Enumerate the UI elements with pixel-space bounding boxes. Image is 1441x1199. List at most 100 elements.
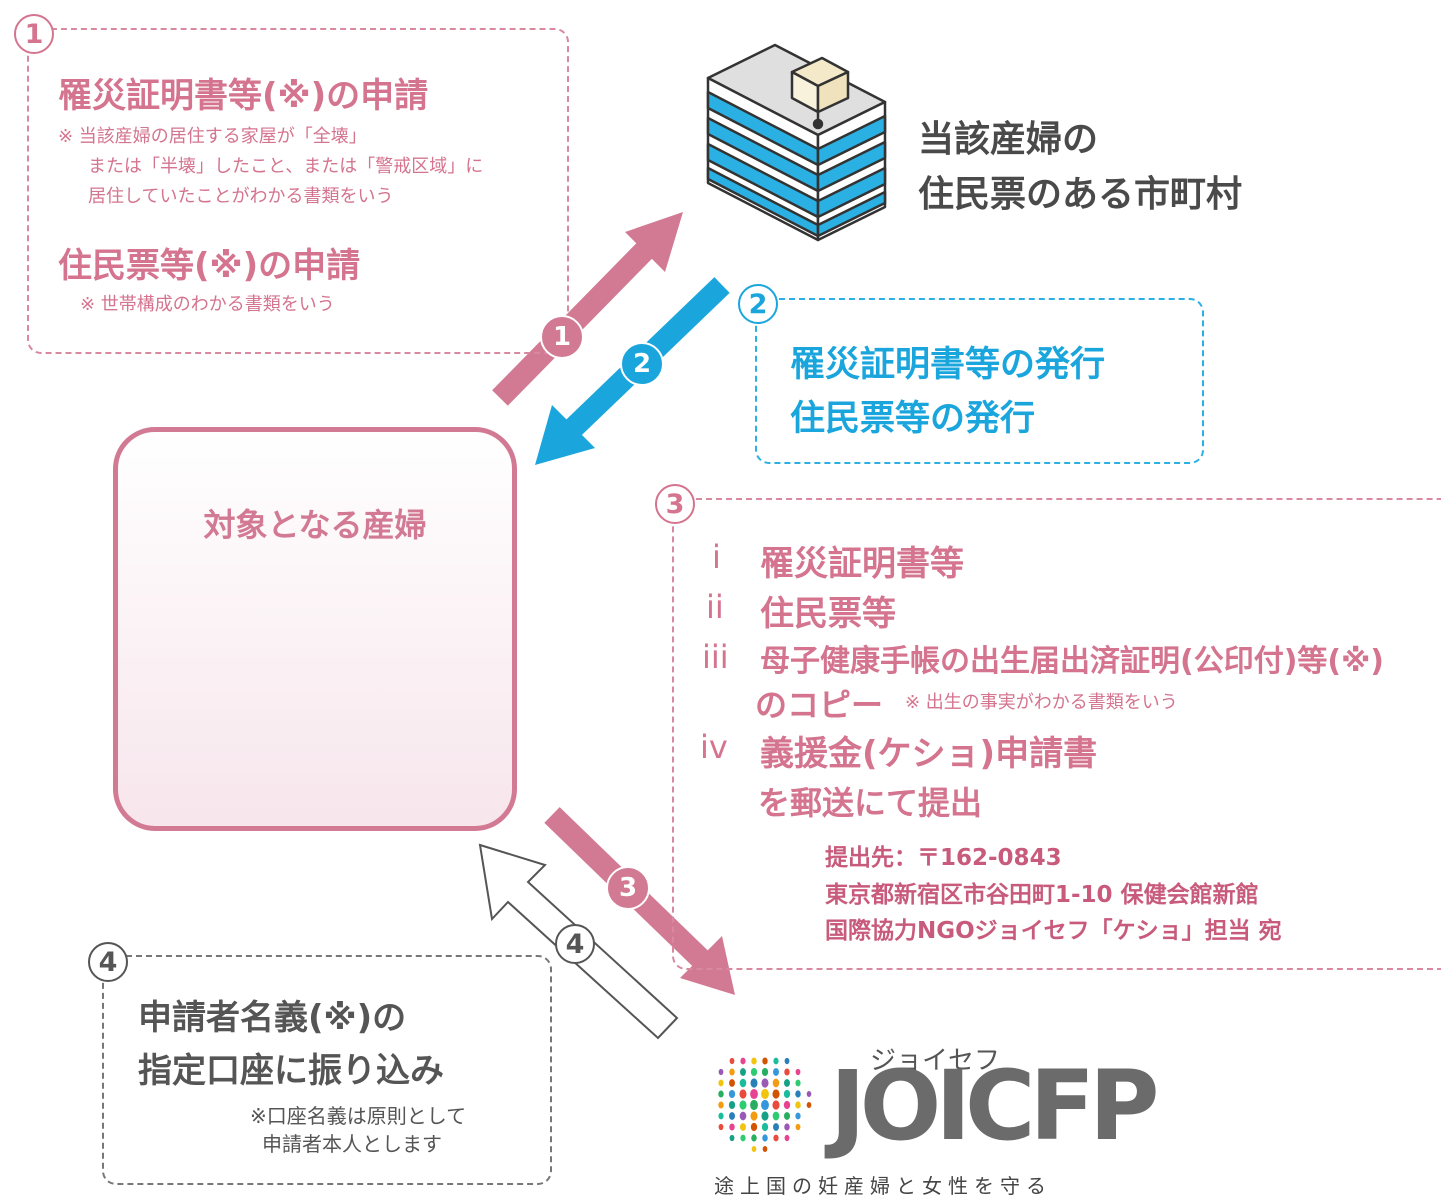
joicfp-globe-icon bbox=[718, 1057, 812, 1153]
globe-dot bbox=[783, 1089, 791, 1099]
step3-item4-text: 義援金(ケショ)申請書 bbox=[760, 734, 1098, 774]
globe-dot bbox=[795, 1112, 801, 1120]
step1-badge: 1 bbox=[14, 14, 54, 54]
globe-dot bbox=[772, 1100, 780, 1110]
arrow2-label: 2 bbox=[620, 342, 664, 386]
arrow1-label: 1 bbox=[540, 315, 584, 359]
step3-item2-text: 住民票等 bbox=[760, 594, 896, 634]
joicfp-logo-text: JOICFP bbox=[830, 1050, 1159, 1162]
globe-dot bbox=[761, 1111, 769, 1121]
globe-dot bbox=[729, 1134, 735, 1142]
globe-dot bbox=[761, 1122, 769, 1132]
step3-box bbox=[672, 498, 1441, 970]
step1-note-b: または「半壊」したこと、または「警戒区域」に bbox=[88, 156, 484, 177]
step2-badge: 2 bbox=[738, 284, 778, 324]
globe-dot bbox=[718, 1079, 724, 1087]
step3-copy-text: のコピー bbox=[755, 686, 884, 724]
globe-dot bbox=[718, 1101, 724, 1109]
globe-dot bbox=[739, 1100, 747, 1110]
globe-dot bbox=[718, 1123, 724, 1131]
globe-dot bbox=[751, 1145, 757, 1153]
globe-dot bbox=[795, 1079, 801, 1087]
municipality-line1: 当該産婦の bbox=[918, 119, 1099, 160]
step4-line2: 指定口座に振り込み bbox=[138, 1051, 444, 1091]
step3-item1-num: i bbox=[712, 538, 721, 576]
globe-dot bbox=[729, 1068, 735, 1076]
globe-dot bbox=[740, 1068, 746, 1076]
step2-line2: 住民票等の発行 bbox=[790, 399, 1036, 439]
globe-dot bbox=[751, 1134, 757, 1142]
joicfp-tagline: 途上国の妊産婦と女性を守る bbox=[714, 1174, 1052, 1198]
globe-dot bbox=[773, 1057, 779, 1065]
step1-note-a: ※ 当該産婦の居住する家屋が「全壊」 bbox=[58, 126, 367, 147]
globe-dot bbox=[739, 1089, 747, 1099]
step2-line1: 罹災証明書等の発行 bbox=[790, 345, 1106, 385]
globe-dot bbox=[784, 1068, 790, 1076]
globe-dot bbox=[750, 1088, 758, 1100]
globe-dot bbox=[761, 1067, 769, 1077]
step4-box bbox=[102, 955, 552, 1185]
step1-note-2: ※ 世帯構成のわかる書類をいう bbox=[80, 294, 335, 315]
globe-dot bbox=[729, 1079, 735, 1087]
step4-note1: ※口座名義は原則として bbox=[250, 1104, 467, 1128]
globe-dot bbox=[739, 1078, 747, 1088]
step3-copy-note: ※ 出生の事実がわかる書類をいう bbox=[905, 692, 1178, 713]
step2-box bbox=[755, 298, 1204, 464]
globe-dot bbox=[773, 1068, 779, 1076]
globe-dot bbox=[762, 1057, 768, 1065]
globe-dot bbox=[729, 1112, 735, 1120]
globe-dot bbox=[740, 1123, 746, 1131]
globe-dot bbox=[784, 1134, 790, 1142]
step4-line1: 申請者名義(※)の bbox=[138, 998, 407, 1038]
step4-badge: 4 bbox=[88, 942, 128, 982]
globe-dot bbox=[729, 1057, 735, 1065]
step3-item2-num: ii bbox=[706, 588, 724, 626]
globe-dot bbox=[783, 1112, 791, 1120]
globe-dot bbox=[783, 1100, 791, 1110]
globe-dot bbox=[750, 1067, 758, 1077]
joicfp-katakana: ジョイセフ bbox=[870, 1046, 1001, 1076]
globe-dot bbox=[784, 1123, 790, 1131]
globe-dot bbox=[784, 1057, 790, 1065]
arrow3-label: 3 bbox=[606, 866, 650, 910]
globe-dot bbox=[728, 1089, 736, 1099]
step3-address-2: 東京都新宿区市谷田町1-10 保健会館新館 bbox=[825, 882, 1259, 908]
step4-note2: 申請者本人とします bbox=[262, 1132, 442, 1156]
municipality-line2: 住民票のある市町村 bbox=[918, 174, 1243, 215]
globe-dot bbox=[739, 1111, 747, 1121]
globe-dot bbox=[728, 1100, 736, 1110]
step1-box bbox=[27, 28, 569, 354]
globe-dot bbox=[750, 1122, 758, 1132]
globe-dot bbox=[806, 1090, 812, 1098]
step3-address-1: 提出先：〒162-0843 bbox=[825, 845, 1062, 871]
globe-dot bbox=[751, 1057, 757, 1065]
globe-dot bbox=[729, 1123, 735, 1131]
step3-item1-text: 罹災証明書等 bbox=[760, 544, 964, 584]
globe-dot bbox=[761, 1078, 769, 1088]
step1-subtitle: 住民票等(※)の申請 bbox=[58, 246, 361, 286]
arrow4-label: 4 bbox=[555, 924, 595, 964]
globe-dot bbox=[740, 1134, 746, 1142]
step1-note-c: 居住していたことがわかる書類をいう bbox=[88, 186, 394, 207]
step3-badge: 3 bbox=[655, 484, 695, 524]
globe-dot bbox=[762, 1134, 768, 1142]
globe-dot bbox=[806, 1101, 812, 1109]
globe-dot bbox=[784, 1079, 790, 1087]
globe-dot bbox=[761, 1088, 769, 1100]
globe-dot bbox=[772, 1123, 780, 1131]
globe-dot bbox=[740, 1057, 746, 1065]
globe-dot bbox=[795, 1123, 801, 1131]
globe-dot bbox=[718, 1112, 724, 1120]
globe-dot bbox=[762, 1145, 768, 1153]
globe-dot bbox=[750, 1078, 758, 1088]
step3-item4-num: iv bbox=[700, 728, 728, 766]
globe-dot bbox=[795, 1090, 801, 1098]
step3-item3-text: 母子健康手帳の出生届出済証明(公印付)等(※) bbox=[760, 644, 1385, 679]
globe-dot bbox=[772, 1078, 780, 1088]
person-title: 対象となる産婦 bbox=[203, 506, 427, 544]
globe-dot bbox=[750, 1099, 758, 1111]
step3-item3-num: iii bbox=[702, 638, 729, 676]
person-card bbox=[113, 427, 517, 831]
globe-dot bbox=[761, 1099, 769, 1111]
globe-dot bbox=[718, 1068, 724, 1076]
